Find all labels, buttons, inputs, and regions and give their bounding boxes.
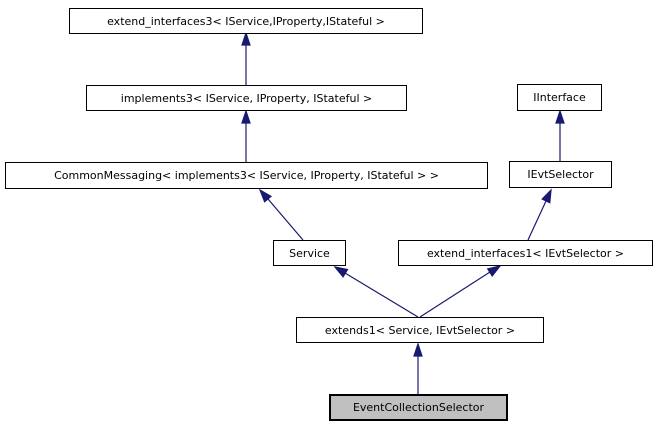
class-node-extend_interfaces3[interactable]: extend_interfaces3< IService,IProperty,I… <box>69 8 423 34</box>
class-node-IInterface[interactable]: IInterface <box>517 84 602 111</box>
edge-extends1-to-extend_interfaces1 <box>419 265 502 318</box>
edge-EventCollectionSelector-to-extends1 <box>413 342 423 394</box>
class-node-CommonMessaging[interactable]: CommonMessaging< implements3< IService, … <box>5 162 488 189</box>
edge-IEvtSelector-to-IInterface <box>555 109 565 161</box>
edge-Service-to-CommonMessaging <box>258 188 304 241</box>
edge-extend_interfaces1-to-IEvtSelector <box>527 188 552 241</box>
class-node-extend_interfaces1[interactable]: extend_interfaces1< IEvtSelector > <box>398 240 653 266</box>
class-node-EventCollectionSelector-current: EventCollectionSelector <box>329 394 508 421</box>
edge-extends1-to-Service <box>333 266 419 318</box>
class-node-extends1[interactable]: extends1< Service, IEvtSelector > <box>296 317 544 343</box>
class-node-Service[interactable]: Service <box>273 240 346 266</box>
class-node-IEvtSelector[interactable]: IEvtSelector <box>509 161 612 188</box>
class-node-implements3[interactable]: implements3< IService, IProperty, IState… <box>86 85 407 111</box>
edge-implements3-to-extend_interfaces3 <box>241 31 251 85</box>
edge-CommonMessaging-to-implements3 <box>241 109 251 162</box>
